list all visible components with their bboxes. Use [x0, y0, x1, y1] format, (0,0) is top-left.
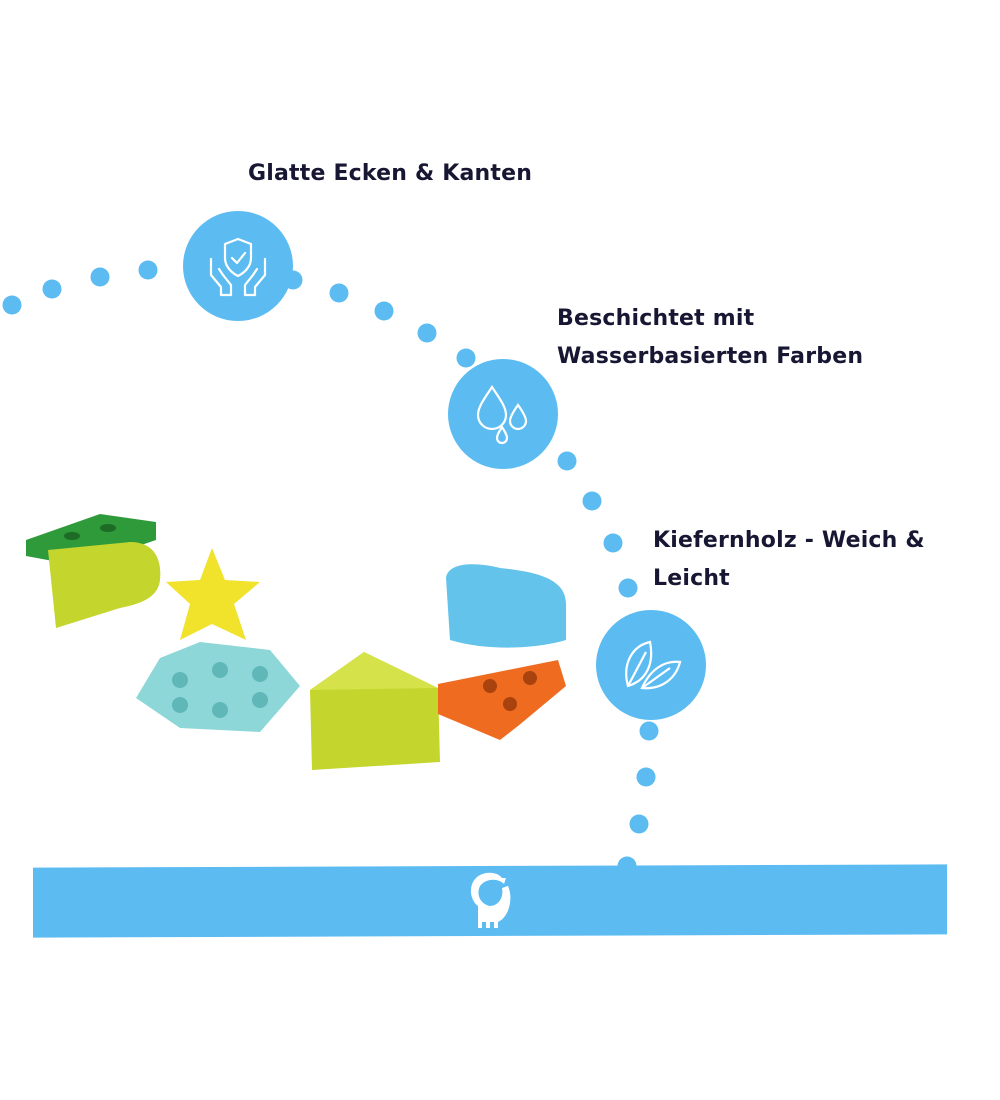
path-dot: [629, 814, 649, 834]
lime-triangle-block: [310, 652, 440, 770]
blue-semicircle-block: [446, 564, 566, 648]
lime-semicircle-block: [48, 542, 161, 628]
path-dot: [639, 721, 659, 741]
path-dot: [456, 348, 476, 368]
path-dot: [603, 533, 623, 553]
path-dot: [138, 260, 158, 280]
path-dot: [374, 301, 394, 321]
leaves-icon: [596, 610, 706, 720]
path-dot: [557, 451, 577, 471]
path-dot: [329, 283, 349, 303]
label-line: Kiefernholz - Weich &: [653, 528, 925, 553]
path-dot: [42, 279, 62, 299]
orange-triangle-block: [438, 660, 566, 740]
dinosaur-logo-icon: [471, 872, 511, 929]
path-dot: [90, 267, 110, 287]
yellow-star-block: [166, 548, 260, 640]
path-dot: [618, 578, 638, 598]
path-dot: [636, 767, 656, 787]
feature-label-smooth-edges: Glatte Ecken & Kanten: [248, 161, 533, 186]
label-line: Beschichtet mit: [557, 306, 755, 331]
path-dot: [417, 323, 437, 343]
path-dot: [582, 491, 602, 511]
path-dot: [2, 295, 22, 315]
feature-label-water-paint: Beschichtet mit Wasserbasierten Farben: [557, 300, 863, 376]
water-drops-icon: [448, 359, 558, 469]
wooden-shape-toys-image: [26, 514, 566, 770]
turquoise-hexagon-block: [136, 642, 300, 732]
label-line: Wasserbasierten Farben: [557, 344, 864, 369]
hands-shield-icon: [183, 211, 293, 321]
brand-banner: [33, 864, 947, 938]
feature-label-pine-wood: Kiefernholz - Weich & Leicht: [653, 522, 925, 598]
label-line: Leicht: [653, 566, 730, 591]
